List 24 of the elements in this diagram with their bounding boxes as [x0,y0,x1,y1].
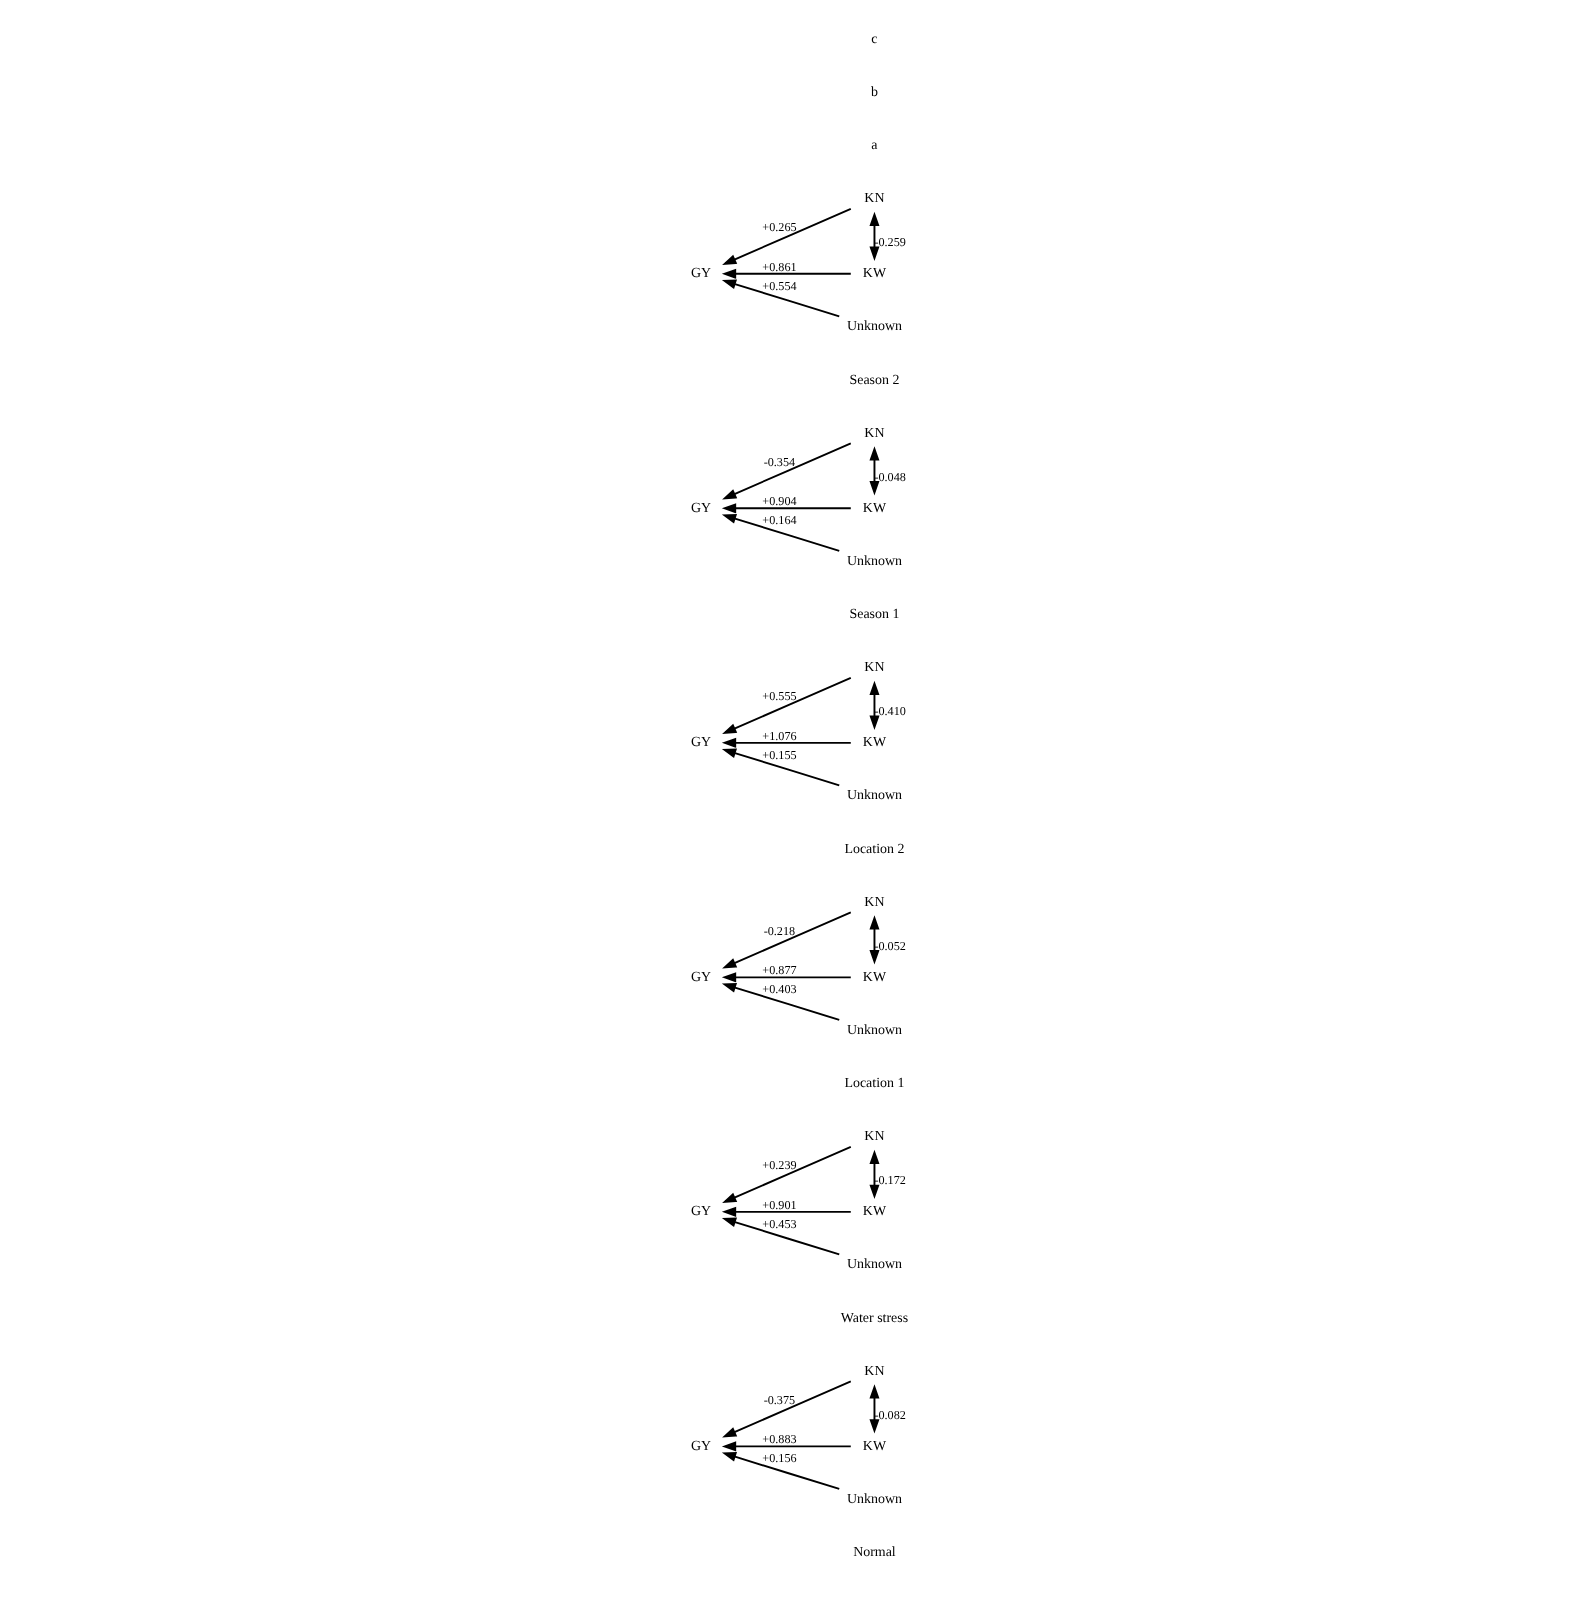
arrow [721,514,841,552]
arrow [722,1380,852,1438]
arrow [721,1217,841,1256]
arrow [722,911,852,969]
arrow [721,503,852,514]
arrow [722,207,852,265]
arrow [721,279,841,318]
arrow [869,446,880,496]
arrow [869,680,880,730]
arrow [721,1206,852,1217]
arrow [722,442,852,500]
arrow [721,737,852,748]
arrow [721,1441,852,1452]
arrow [869,915,880,965]
arrow [721,1452,841,1490]
arrow [722,1145,852,1204]
arrow [722,676,852,734]
arrow [869,1384,880,1434]
arrow [721,748,841,787]
arrow [869,1149,880,1199]
arrow [721,268,852,279]
arrow [721,972,852,983]
arrow [869,211,880,261]
arrow [721,983,841,1021]
